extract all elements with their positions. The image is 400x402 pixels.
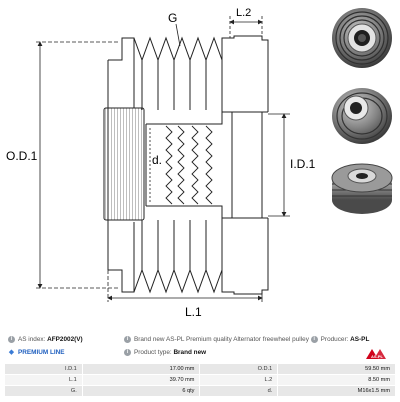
label-l2: L.2 (236, 7, 251, 19)
info-icon: i (8, 335, 15, 343)
table-row: G. 6 qty d. M16x1.5 mm (4, 385, 396, 397)
product-type-label: Product type: (134, 349, 172, 356)
spec-value: 17.00 mm (81, 363, 201, 375)
spec-key: G. (4, 385, 83, 397)
table-row: L.1 39.70 mm L.2 8.50 mm (4, 374, 396, 386)
spec-key: L.1 (4, 374, 83, 386)
product-type-value: Brand new (173, 349, 207, 356)
technical-drawing: G L.2 O.D.1 I.D.1 d. L.1 (6, 7, 316, 319)
as-index-label: AS index: (18, 336, 46, 343)
logo-text: AS-PL (371, 354, 384, 359)
pulley-photo-front (326, 2, 398, 74)
info-icon: i (124, 348, 131, 356)
spec-key: O.D.1 (199, 363, 279, 375)
table-row: I.D.1 17.00 mm O.D.1 59.50 mm (4, 363, 396, 375)
label-id1: I.D.1 (290, 157, 316, 171)
premium-line-text: PREMIUM LINE (18, 349, 65, 356)
diamond-icon: ◆ (8, 348, 15, 356)
description-text: Brand new AS-PL Premium quality Alternat… (134, 336, 309, 343)
producer-value: AS-PL (350, 336, 370, 343)
as-pl-logo: AS-PL (366, 349, 386, 359)
spec-value: M16x1.5 mm (277, 385, 396, 397)
spline-hub (103, 107, 145, 221)
spec-value: 59.50 mm (277, 363, 396, 375)
spec-value: 6 qty (81, 385, 201, 397)
threaded-bore (165, 125, 213, 205)
label-g: G (168, 11, 177, 25)
spec-key: L.2 (199, 374, 279, 386)
premium-line: ◆PREMIUM LINE (8, 346, 65, 359)
info-icon: i (310, 335, 318, 343)
label-l1: L.1 (185, 305, 202, 319)
spec-table: I.D.1 17.00 mm O.D.1 59.50 mm L.1 39.70 … (4, 363, 396, 397)
pulley-photo-side (326, 150, 398, 222)
spec-value: 39.70 mm (81, 374, 201, 386)
info-icon: i (124, 335, 131, 343)
dimension-lines (36, 16, 290, 302)
pulley-photo-angled (326, 78, 398, 150)
producer-label: Producer: (320, 336, 349, 343)
spec-key: d. (199, 385, 279, 397)
label-od1: O.D.1 (6, 149, 38, 163)
spec-value: 8.50 mm (277, 374, 396, 386)
label-d: d. (152, 153, 162, 167)
spec-key: I.D.1 (4, 363, 83, 375)
as-index-value: AFP2002(V) (47, 336, 83, 343)
